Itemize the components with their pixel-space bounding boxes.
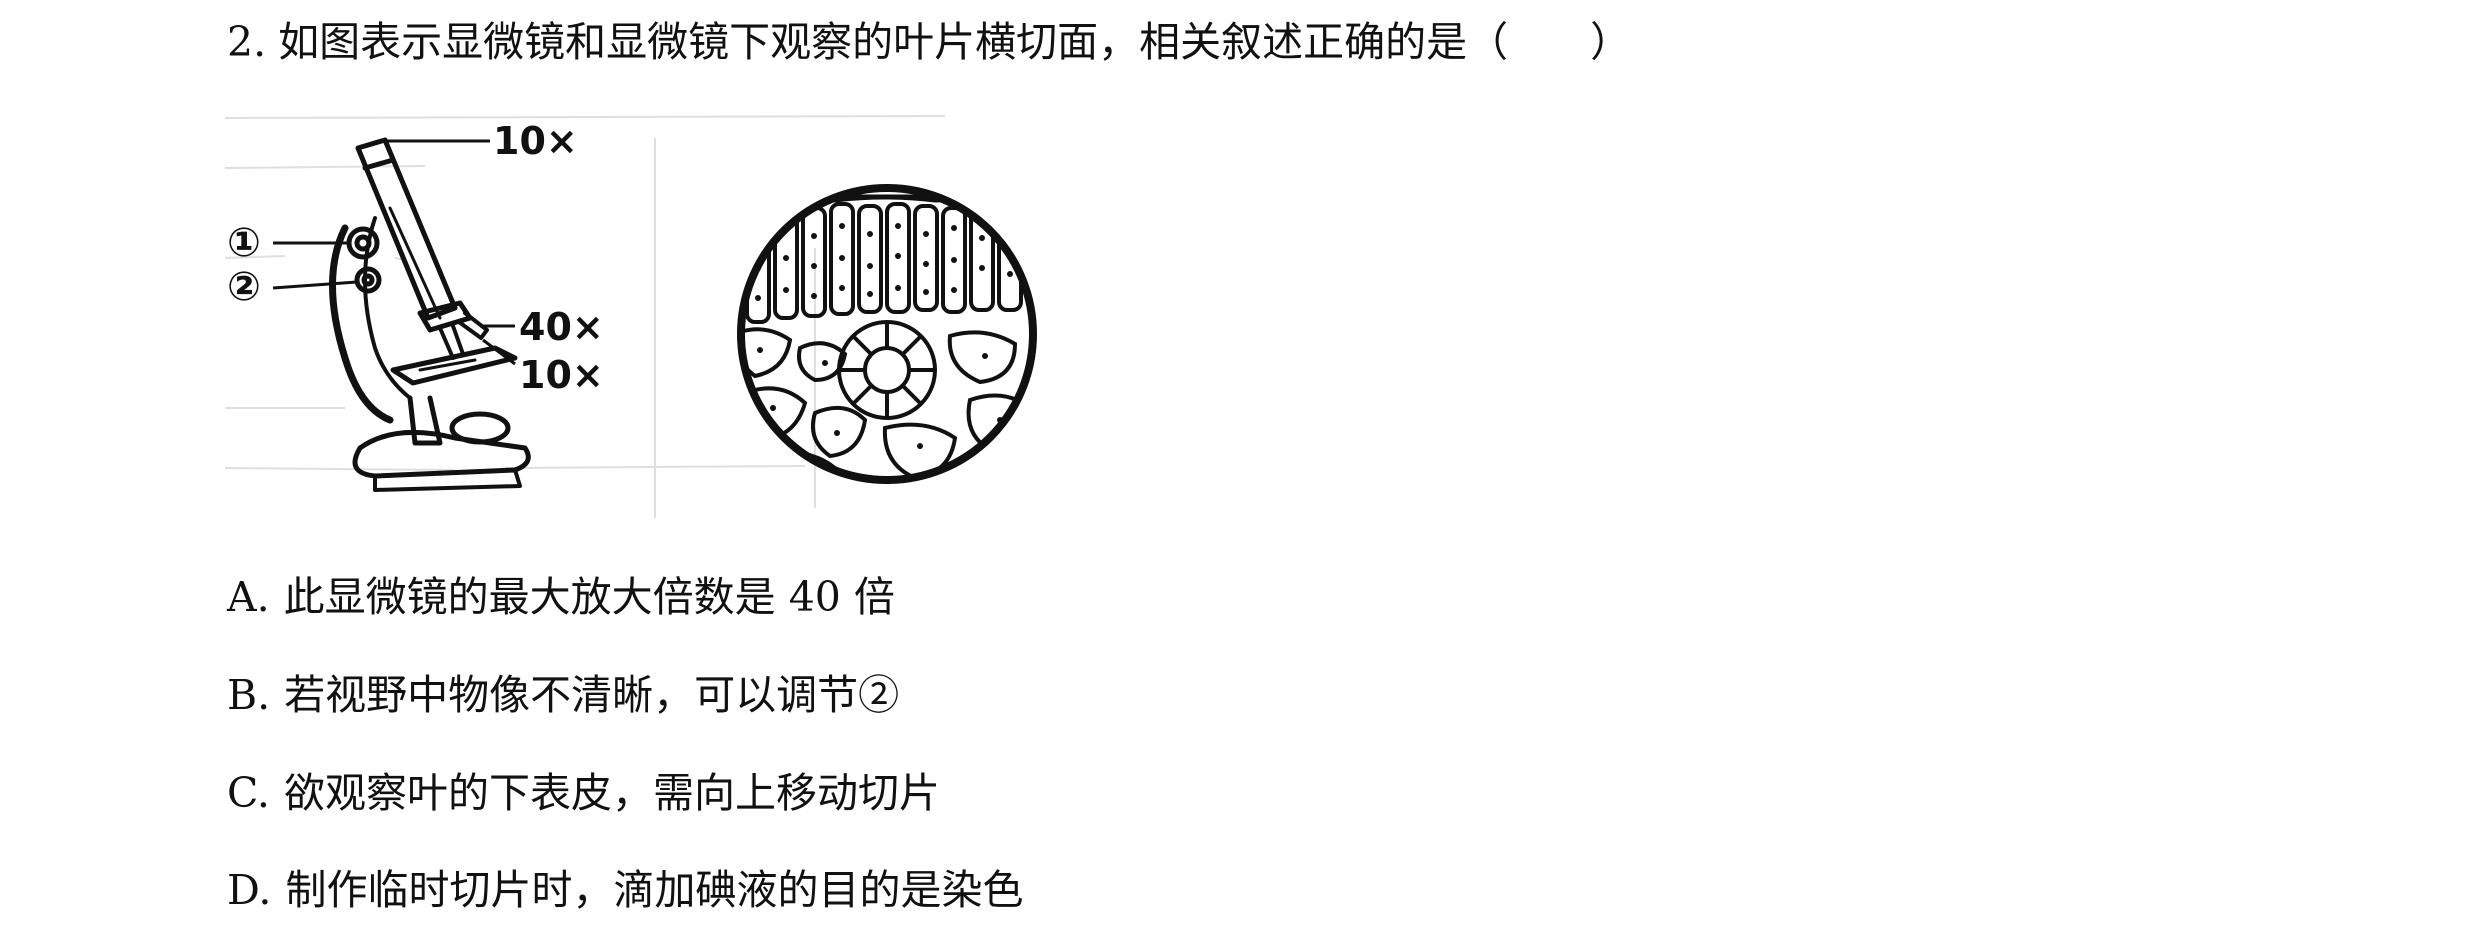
high-objective-label: 40× (519, 305, 604, 349)
microscope-arm (329, 224, 394, 424)
option-c: C. 欲观察叶的下表皮，需向上移动切片 (227, 765, 940, 821)
field-of-view-border (737, 184, 1037, 484)
knob-1-label: ① (227, 220, 261, 266)
option-d: D. 制作临时切片时，滴加碘液的目的是染色 (227, 862, 1023, 918)
leader-lines (272, 139, 516, 366)
option-text: 此显微镜的最大放大倍数是 40 倍 (283, 573, 895, 621)
option-text: 欲观察叶的下表皮，需向上移动切片 (283, 769, 940, 817)
eyepiece-label: 10× (493, 119, 578, 163)
stage (390, 345, 518, 386)
eyepiece-tube (355, 137, 458, 321)
option-letter: D. (227, 866, 272, 914)
base (352, 429, 531, 479)
leaf-cross-section (737, 184, 1037, 484)
coarse-knob (346, 226, 380, 260)
option-b: B. 若视野中物像不清晰，可以调节② (227, 667, 899, 723)
low-objective-label: 10× (519, 353, 604, 397)
option-letter: A. (227, 573, 270, 621)
fine-knob (354, 266, 382, 294)
option-letter: B. (227, 671, 271, 719)
option-text: 制作临时切片时，滴加碘液的目的是染色 (285, 866, 1024, 914)
option-text: 若视野中物像不清晰，可以调节② (284, 671, 900, 719)
microscope-diagram (329, 137, 531, 492)
question-number: 2. (227, 18, 267, 66)
option-letter: C. (227, 769, 270, 817)
option-a: A. 此显微镜的最大放大倍数是 40 倍 (227, 569, 895, 625)
knob-2-label: ② (227, 264, 261, 310)
figure: 10× 40× 10× ① ② (225, 108, 1045, 528)
question-stem: 2.如图表示显微镜和显微镜下观察的叶片横切面，相关叙述正确的是（ ） (227, 14, 1631, 70)
vein (837, 320, 937, 420)
figure-svg: 10× 40× 10× ① ② (225, 115, 1037, 518)
question-text: 如图表示显微镜和显微镜下观察的叶片横切面，相关叙述正确的是（ ） (278, 18, 1632, 66)
scan-background (225, 115, 946, 518)
